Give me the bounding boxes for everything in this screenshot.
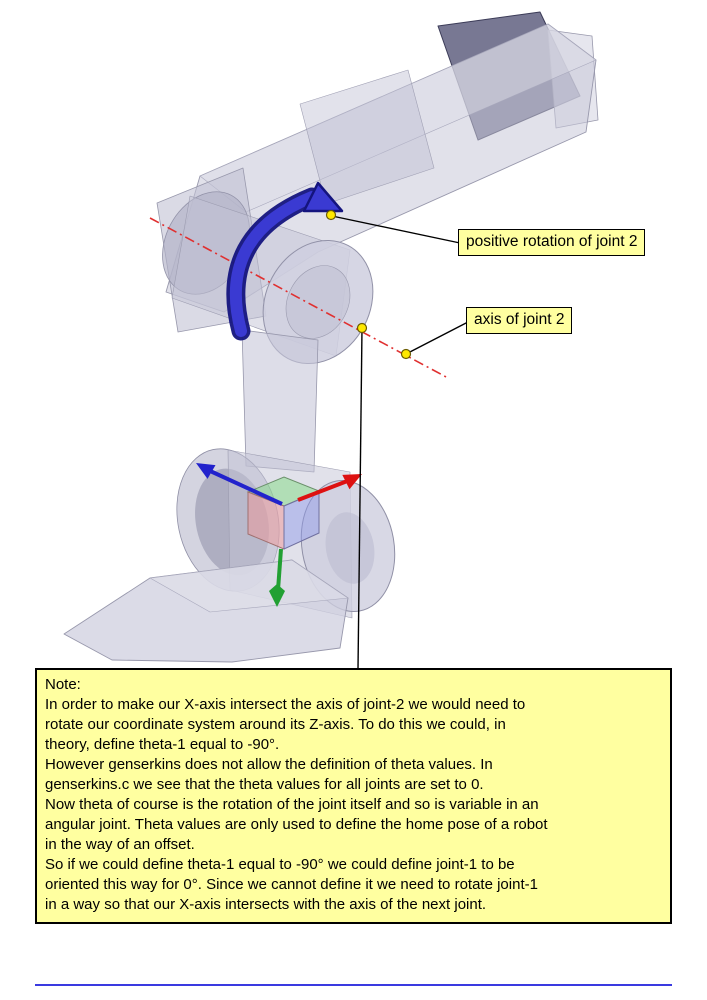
axis-marker-dot xyxy=(325,209,337,221)
leader-line-rotation xyxy=(331,215,461,244)
x-axis-line xyxy=(297,478,351,502)
joint2-axis-line xyxy=(149,217,449,379)
note-line: angular joint. Theta values are only use… xyxy=(45,816,548,833)
rotation-arrow-head xyxy=(302,181,344,213)
rotation-arrow-icon xyxy=(226,181,344,341)
robot-arm-rendering xyxy=(63,11,599,663)
bottom-rule xyxy=(35,984,672,986)
axis-marker-dot xyxy=(356,322,368,334)
cube-right-face xyxy=(283,490,320,550)
x-axis-arrow-icon xyxy=(342,474,362,490)
robot-base-top-face xyxy=(149,559,349,613)
z-axis-line xyxy=(207,468,283,506)
note-line: in the way of an offset. xyxy=(45,836,195,853)
z-axis-arrow-icon xyxy=(196,463,216,479)
leader-line-axis xyxy=(405,321,469,355)
lower-joint-hub xyxy=(325,512,375,584)
y-axis-line xyxy=(276,548,283,591)
rotation-arrow-body xyxy=(229,191,318,337)
note-box: Note: In order to make our X-axis inters… xyxy=(35,668,672,924)
note-line: Now theta of course is the rotation of t… xyxy=(45,796,539,813)
note-line: However genserkins does not allow the de… xyxy=(45,756,493,773)
coordinate-frame xyxy=(196,463,362,607)
axis-marker-dot xyxy=(400,348,412,360)
note-line: theory, define theta-1 equal to -90°. xyxy=(45,736,280,753)
joint2-hub xyxy=(285,265,351,339)
vertical-link xyxy=(241,329,319,473)
reference-line-to-note xyxy=(357,327,363,670)
note-line: rotate our coordinate system around its … xyxy=(45,716,506,733)
y-axis-arrow-icon xyxy=(269,584,285,607)
note-title: Note: xyxy=(45,676,81,693)
callout-axis-of-joint: axis of joint 2 xyxy=(466,307,573,334)
note-line: genserkins.c we see that the theta value… xyxy=(45,776,484,793)
note-line: oriented this way for 0°. Since we canno… xyxy=(45,876,538,893)
upper-arm-mid-box xyxy=(299,69,435,205)
note-line: in a way so that our X-axis intersects w… xyxy=(45,896,487,913)
note-line: In order to make our X-axis intersect th… xyxy=(45,696,526,713)
note-line: So if we could define theta-1 equal to -… xyxy=(45,856,515,873)
callout-positive-rotation: positive rotation of joint 2 xyxy=(458,229,646,256)
